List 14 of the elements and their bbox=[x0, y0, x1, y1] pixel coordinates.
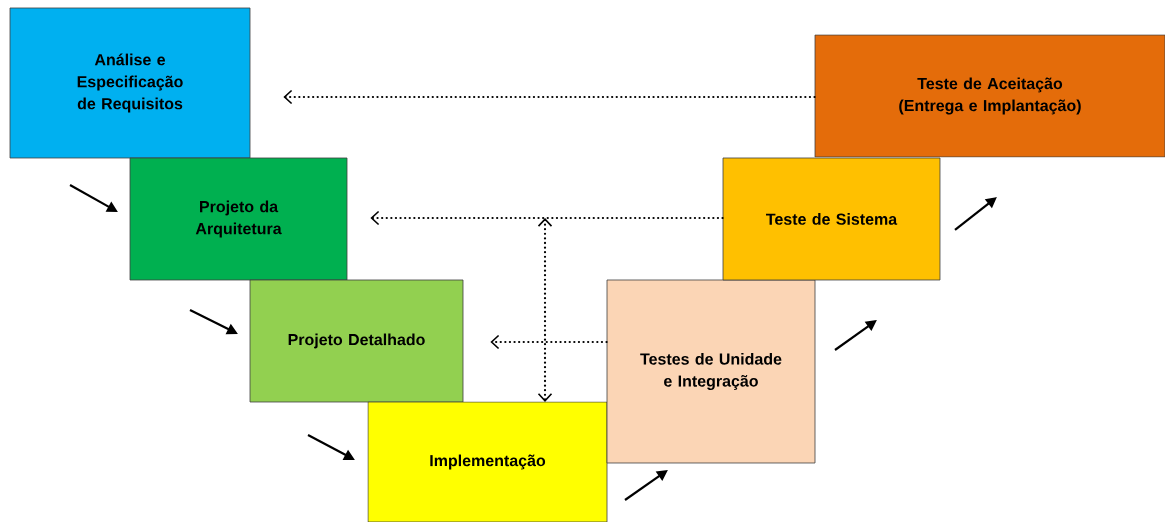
dotted-arrow bbox=[490, 334, 608, 350]
stage-box: Projeto da Arquitetura bbox=[129, 157, 348, 281]
stage-box: Análise e Especificação de Requisitos bbox=[9, 7, 251, 159]
dotted-arrow bbox=[537, 218, 553, 402]
stage-box: Teste de Aceitação (Entrega e Implantação) bbox=[814, 34, 1165, 158]
stage-box: Projeto Detalhado bbox=[249, 279, 464, 403]
dotted-arrow bbox=[283, 89, 816, 105]
stage-box: Testes de Unidade e Integração bbox=[606, 279, 816, 464]
arrow bbox=[954, 197, 997, 231]
arrow bbox=[624, 470, 668, 501]
arrow bbox=[834, 320, 877, 351]
stage-box: Teste de Sistema bbox=[722, 157, 941, 281]
stage-box: Implementação bbox=[367, 401, 608, 522]
dotted-arrow bbox=[370, 210, 724, 226]
